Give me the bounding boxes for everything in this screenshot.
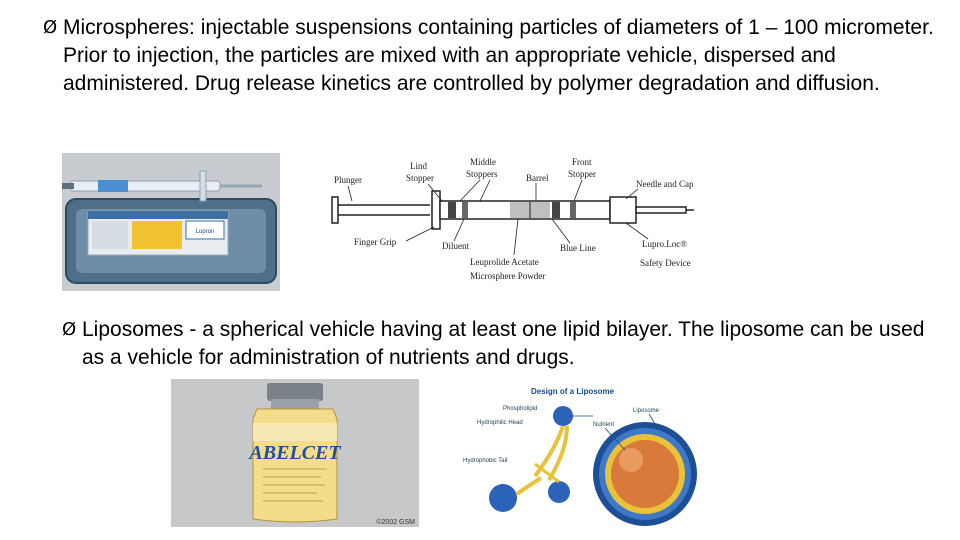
abelcet-copyright: ©2002 GSM (376, 518, 415, 526)
lupron-kit-illustration: Lupron (62, 153, 280, 291)
bullet-liposomes: Ø Liposomes - a spherical vehicle having… (62, 316, 952, 372)
bullet-microspheres-text: Microspheres: injectable suspensions con… (63, 16, 934, 95)
bullet-microspheres: Ø Microspheres: injectable suspensions c… (43, 14, 943, 98)
label-middle-stoppers-1: Middle (470, 157, 496, 167)
label-hydrophobic-tail: Hydrophobic Tail (463, 458, 507, 464)
bullet-arrow-icon: Ø (62, 319, 77, 340)
label-middle-stoppers-2: Stoppers (466, 169, 498, 179)
label-front-stopper-2: Stopper (568, 169, 596, 179)
bullet-arrow-icon: Ø (43, 17, 58, 38)
svg-text:Lupron: Lupron (196, 229, 215, 235)
bullet-liposomes-text: Liposomes - a spherical vehicle having a… (82, 318, 925, 369)
label-lind-stopper-2: Stopper (406, 173, 434, 183)
liposome-diagram: Design of a Liposome Phospholipid Hydrop… (455, 380, 705, 528)
label-lupro-loc-1: Lupro.Loc® (642, 239, 687, 249)
label-lupro-loc-2: Safety Device (640, 258, 691, 268)
label-needle-cap: Needle and Cap (636, 179, 694, 189)
label-blue-line: Blue Line (560, 243, 596, 253)
label-barrel: Barrel (526, 173, 549, 183)
label-plunger: Plunger (334, 175, 362, 185)
label-hydrophilic-head: Hydrophilic Head (477, 420, 523, 426)
label-diluent: Diluent (442, 241, 469, 251)
syringe-diagram: Plunger Lind Stopper Middle Stoppers Bar… (330, 153, 710, 288)
label-nutrient: Nutrient (593, 422, 614, 428)
lupron-depot-kit-photo: Lupron (62, 153, 280, 291)
liposome-diagram-title: Design of a Liposome (531, 387, 615, 396)
label-finger-grip: Finger Grip (354, 237, 397, 247)
label-front-stopper-1: Front (572, 157, 592, 167)
label-liposome: Liposome (633, 408, 660, 414)
abelcet-brand-label: ABELCET (247, 442, 341, 464)
abelcet-vial-photo: ABELCET ©2002 GSM (171, 379, 419, 527)
abelcet-vial-illustration: ABELCET ©2002 GSM (171, 379, 419, 527)
label-phospholipid: Phospholipid (503, 406, 537, 412)
label-leuprolide-2: Microsphere Powder (470, 271, 545, 281)
syringe-illustration: Plunger Lind Stopper Middle Stoppers Bar… (331, 157, 694, 281)
label-lind-stopper-1: Lind (410, 161, 427, 171)
label-leuprolide-1: Leuprolide Acetate (470, 257, 539, 267)
liposome-illustration: Design of a Liposome Phospholipid Hydrop… (463, 387, 697, 526)
